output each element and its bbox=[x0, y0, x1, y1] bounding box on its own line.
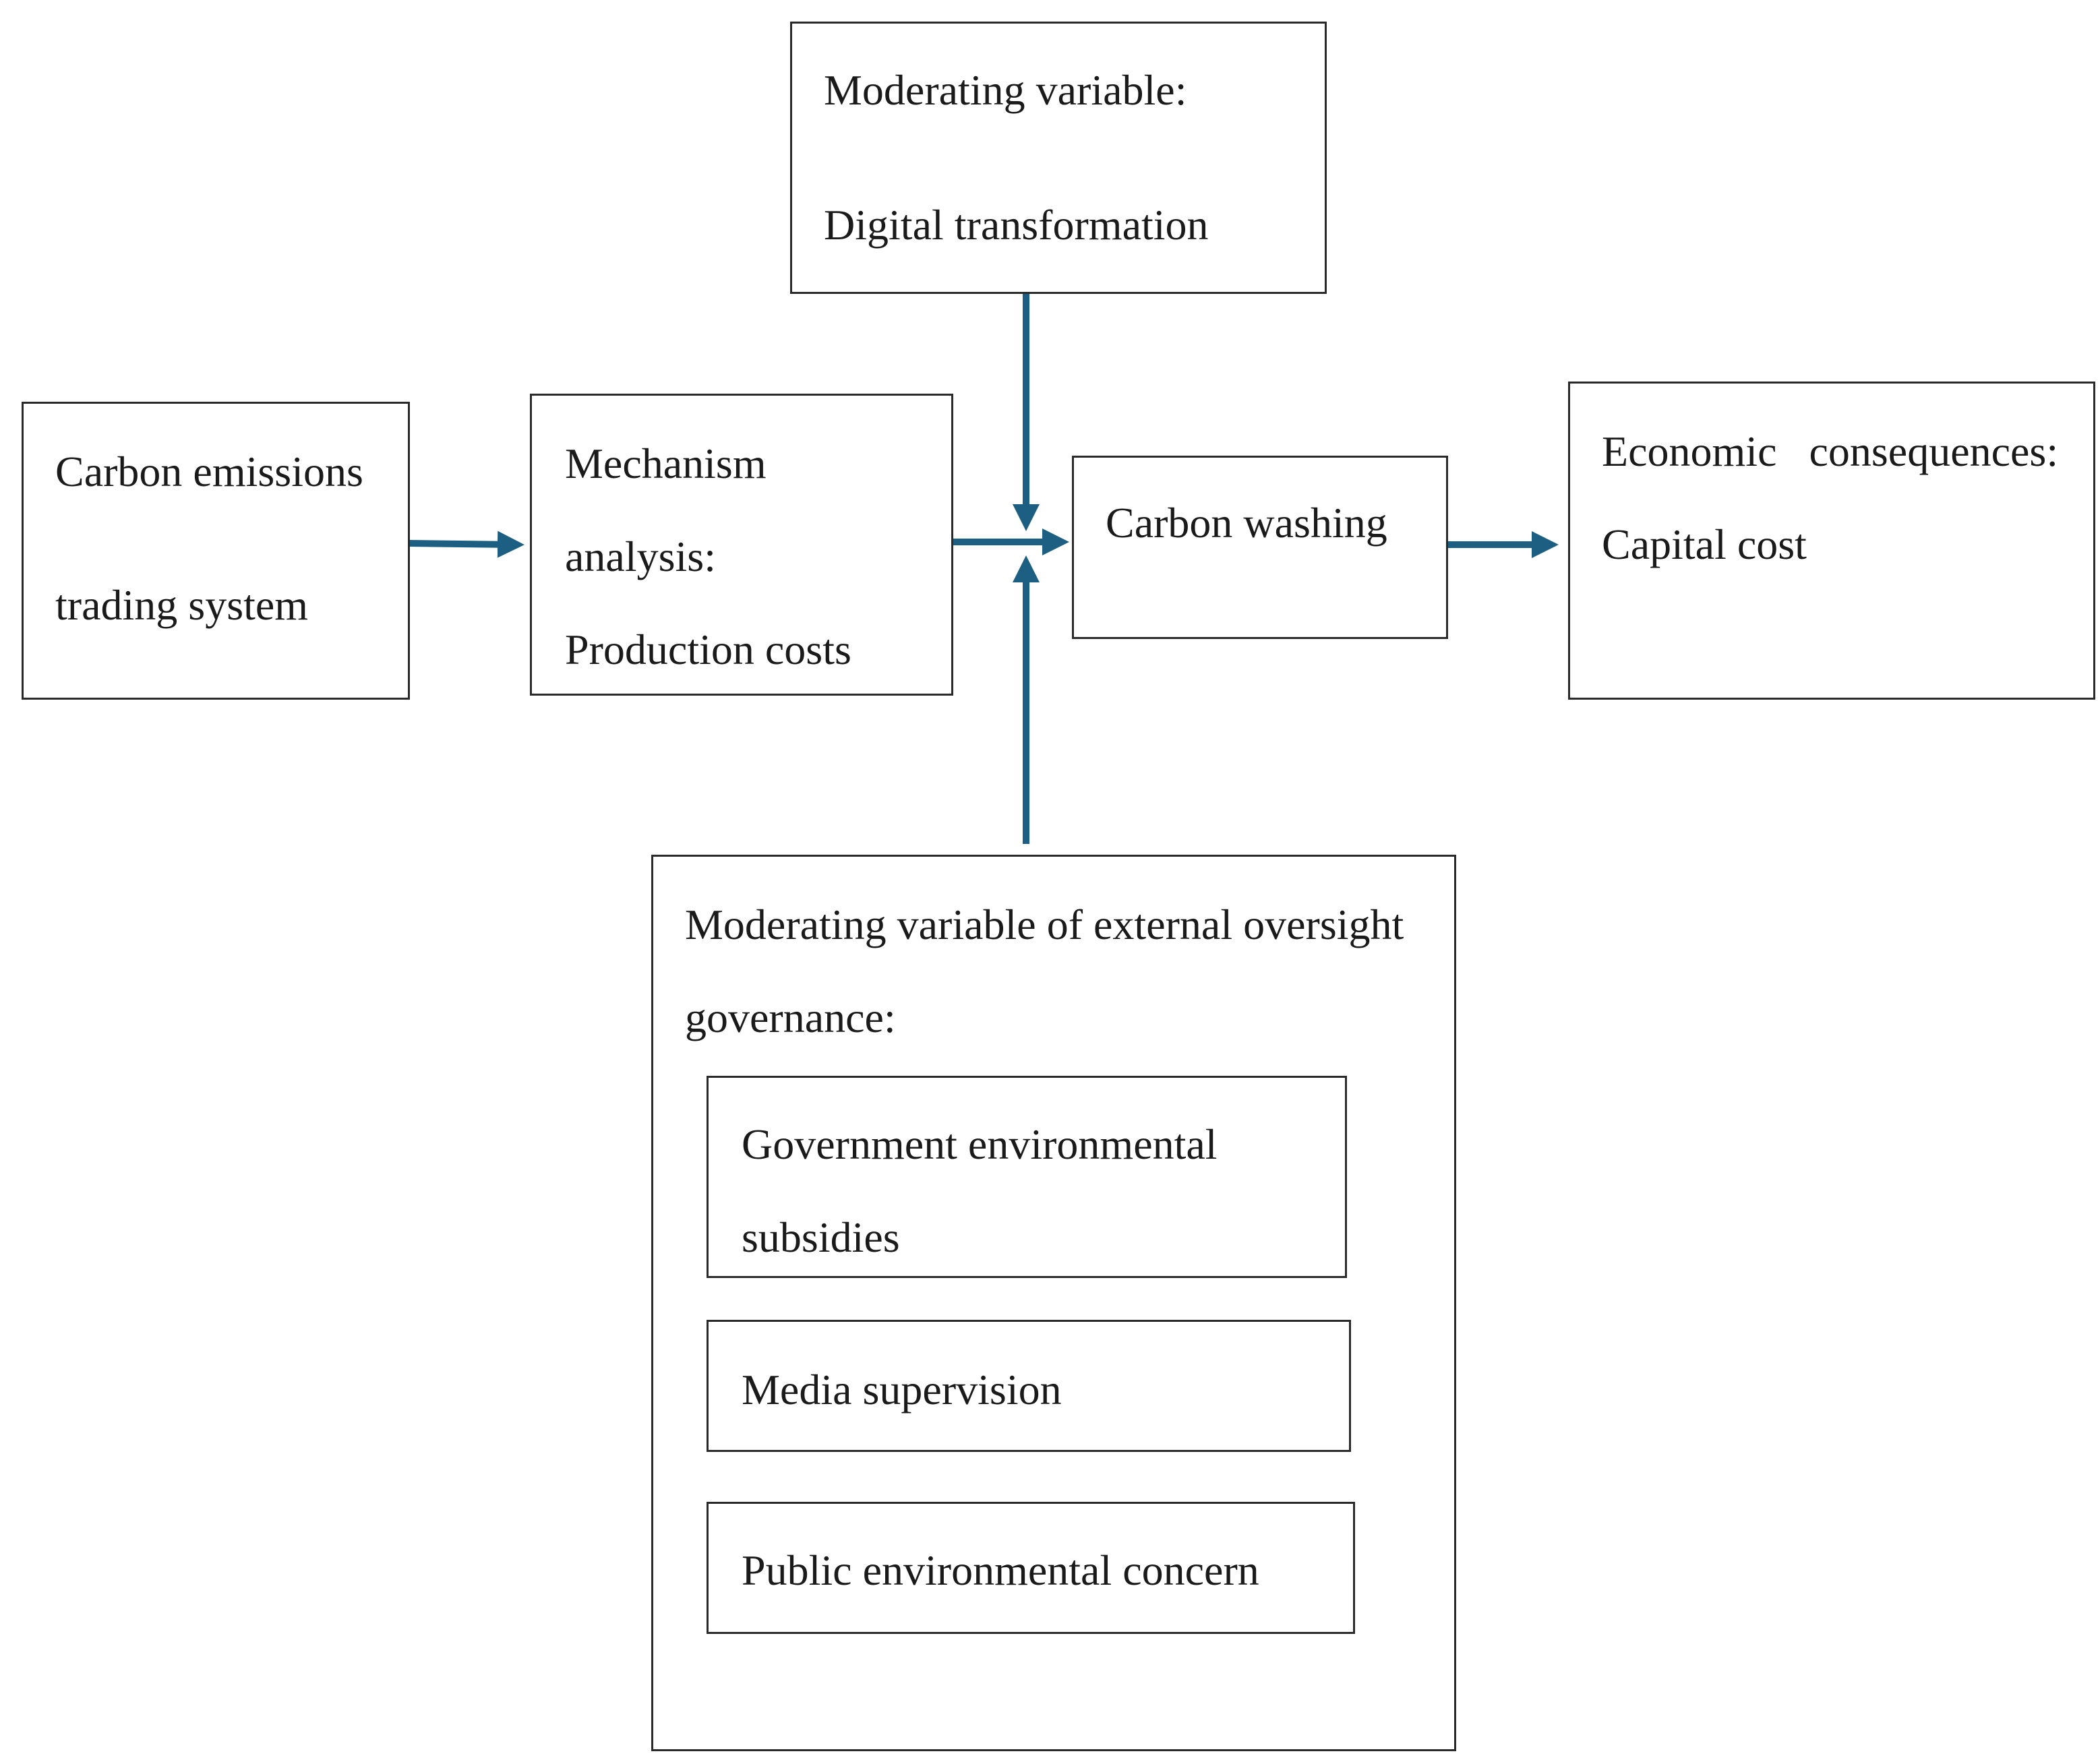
mechanism-line3: Production costs bbox=[565, 626, 851, 673]
digital-line2: Digital transformation bbox=[824, 201, 1209, 249]
economic-consequences-box bbox=[1568, 382, 2095, 700]
government-subsidies-line1: Government environmental bbox=[742, 1120, 1218, 1168]
government-subsidies-box bbox=[707, 1076, 1347, 1278]
economic-line1: Economic consequences: bbox=[1602, 427, 2059, 475]
carbon-emissions-box bbox=[22, 402, 410, 700]
mechanism-line1: Mechanism bbox=[565, 439, 767, 487]
digital-line1: Moderating variable: bbox=[824, 66, 1187, 114]
carbon-emissions-line2: trading system bbox=[55, 581, 309, 629]
carbon-washing-box bbox=[1072, 456, 1448, 639]
public-concern-box bbox=[707, 1502, 1355, 1634]
economic-line2: Capital cost bbox=[1602, 520, 1807, 568]
media-supervision-box bbox=[707, 1320, 1351, 1452]
government-subsidies-line2: subsidies bbox=[742, 1213, 900, 1261]
external-line1: Moderating variable of external oversigh… bbox=[685, 901, 1404, 948]
digital-transformation-box bbox=[790, 22, 1327, 294]
media-supervision-label: Media supervision bbox=[742, 1366, 1062, 1414]
carbon-washing-label: Carbon washing bbox=[1106, 499, 1387, 547]
carbon-emissions-line1: Carbon emissions bbox=[55, 448, 363, 495]
external-line2: governance: bbox=[685, 994, 896, 1041]
mechanism-box bbox=[530, 394, 953, 696]
mechanism-line2: analysis: bbox=[565, 533, 716, 580]
public-concern-label: Public environmental concern bbox=[742, 1546, 1259, 1594]
arrow-emissions-to-mechanism bbox=[408, 530, 524, 558]
